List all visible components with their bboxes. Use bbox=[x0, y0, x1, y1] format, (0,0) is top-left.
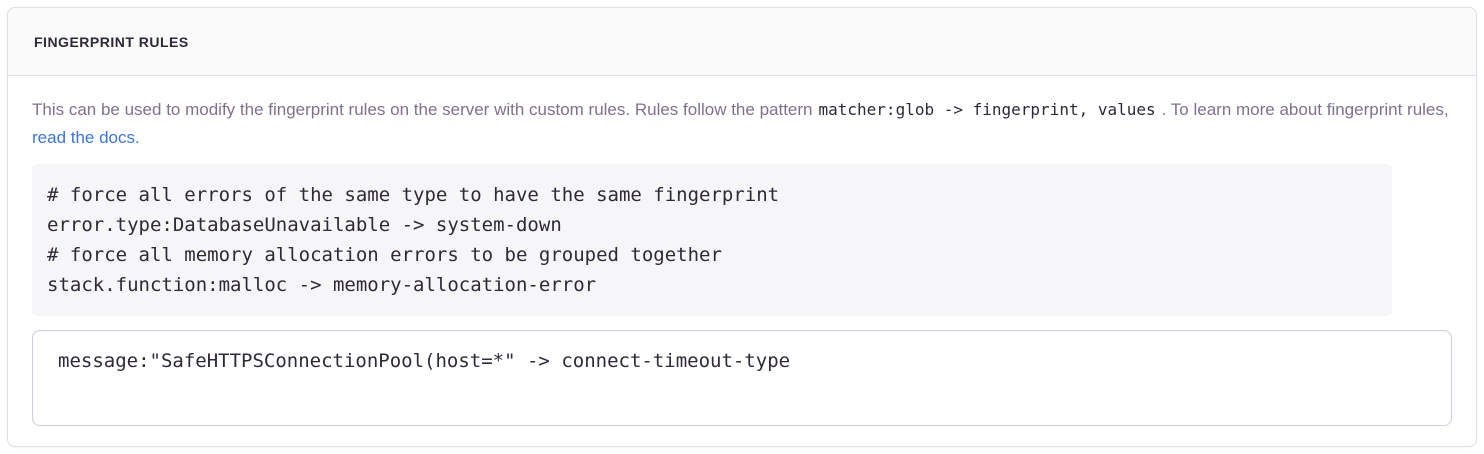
fingerprint-rules-panel: FINGERPRINT RULES This can be used to mo… bbox=[7, 7, 1477, 447]
panel-header: FINGERPRINT RULES bbox=[8, 8, 1476, 76]
panel-title: FINGERPRINT RULES bbox=[34, 33, 189, 50]
panel-body: This can be used to modify the fingerpri… bbox=[8, 76, 1476, 446]
description-text-trail: . To learn more about fingerprint rules, bbox=[1161, 100, 1449, 119]
description: This can be used to modify the fingerpri… bbox=[32, 96, 1452, 152]
fingerprint-rules-textarea[interactable]: message:"SafeHTTPSConnectionPool(host=*"… bbox=[32, 330, 1452, 426]
description-text-lead: This can be used to modify the fingerpri… bbox=[32, 100, 813, 119]
pattern-inline-code: matcher:glob -> fingerprint, values bbox=[818, 100, 1156, 119]
read-the-docs-link[interactable]: read the docs. bbox=[32, 128, 140, 147]
example-code-block: # force all errors of the same type to h… bbox=[32, 164, 1392, 316]
